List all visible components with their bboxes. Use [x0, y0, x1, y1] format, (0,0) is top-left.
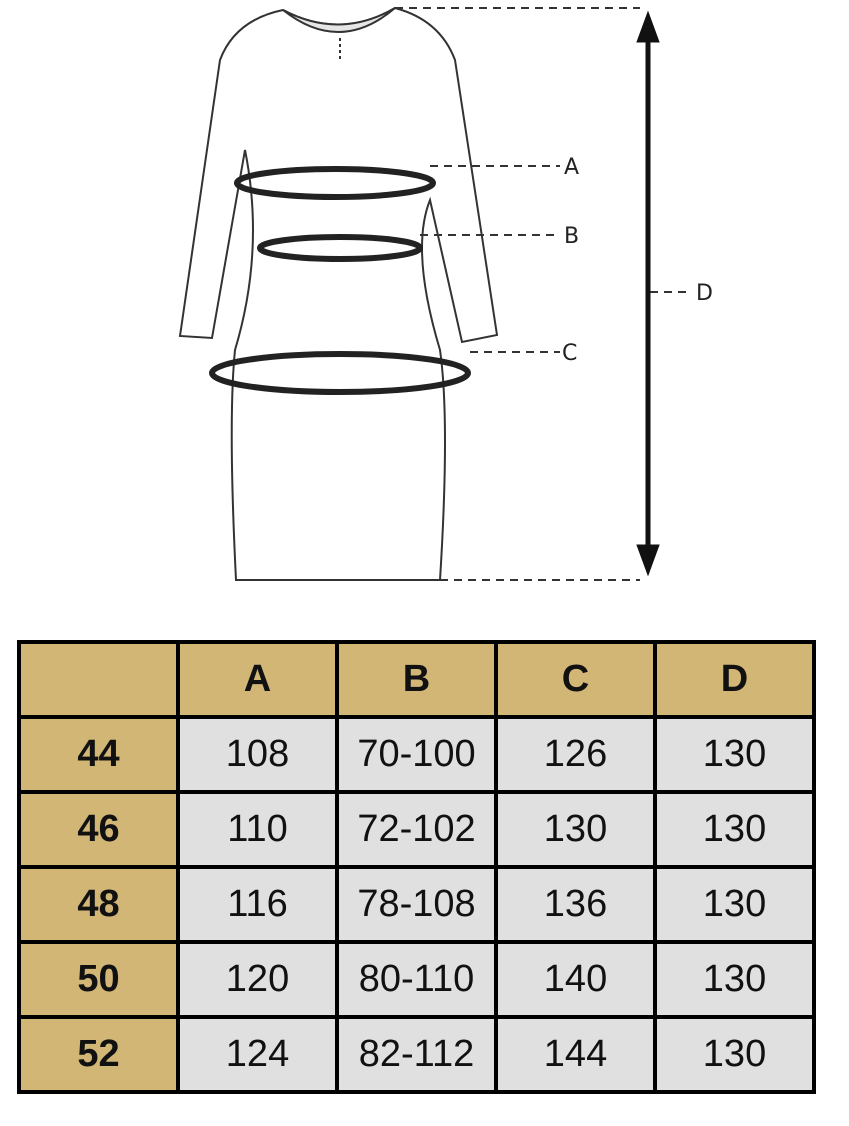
- table-row: 44 108 70-100 126 130: [17, 715, 816, 794]
- value-cell: 130: [494, 790, 657, 869]
- value-cell: 130: [653, 865, 816, 944]
- label-a: A: [564, 155, 579, 180]
- table-row: 50 120 80-110 140 130: [17, 940, 816, 1019]
- value-cell: 78-108: [335, 865, 498, 944]
- value-cell: 140: [494, 940, 657, 1019]
- table-header-row: A B C D: [17, 640, 816, 719]
- value-cell: 72-102: [335, 790, 498, 869]
- value-cell: 130: [653, 940, 816, 1019]
- header-cell-empty: [17, 640, 180, 719]
- header-cell-c: C: [494, 640, 657, 719]
- value-cell: 136: [494, 865, 657, 944]
- guide-lines: [395, 7, 690, 581]
- value-cell: 110: [176, 790, 339, 869]
- table-row: 48 116 78-108 136 130: [17, 865, 816, 944]
- header-cell-b: B: [335, 640, 498, 719]
- size-cell: 44: [17, 715, 180, 794]
- value-cell: 126: [494, 715, 657, 794]
- label-d: D: [696, 281, 713, 306]
- header-cell-d: D: [653, 640, 816, 719]
- size-cell: 48: [17, 865, 180, 944]
- size-cell: 46: [17, 790, 180, 869]
- measurement-rings: [209, 166, 471, 395]
- dress-outline: [178, 6, 499, 581]
- value-cell: 80-110: [335, 940, 498, 1019]
- label-b: B: [564, 224, 579, 249]
- dress-measurement-diagram: A B C D: [178, 6, 713, 581]
- value-cell: 70-100: [335, 715, 498, 794]
- length-arrow: [636, 10, 660, 577]
- value-cell: 124: [176, 1015, 339, 1094]
- header-cell-a: A: [176, 640, 339, 719]
- value-cell: 82-112: [335, 1015, 498, 1094]
- label-c: C: [562, 341, 577, 366]
- value-cell: 130: [653, 790, 816, 869]
- table-row: 46 110 72-102 130 130: [17, 790, 816, 869]
- value-cell: 108: [176, 715, 339, 794]
- value-cell: 130: [653, 1015, 816, 1094]
- size-table: A B C D 44 108 70-100 126 130 46 110 72-…: [17, 640, 816, 1094]
- value-cell: 144: [494, 1015, 657, 1094]
- value-cell: 120: [176, 940, 339, 1019]
- table-row: 52 124 82-112 144 130: [17, 1015, 816, 1094]
- size-cell: 50: [17, 940, 180, 1019]
- size-cell: 52: [17, 1015, 180, 1094]
- value-cell: 116: [176, 865, 339, 944]
- value-cell: 130: [653, 715, 816, 794]
